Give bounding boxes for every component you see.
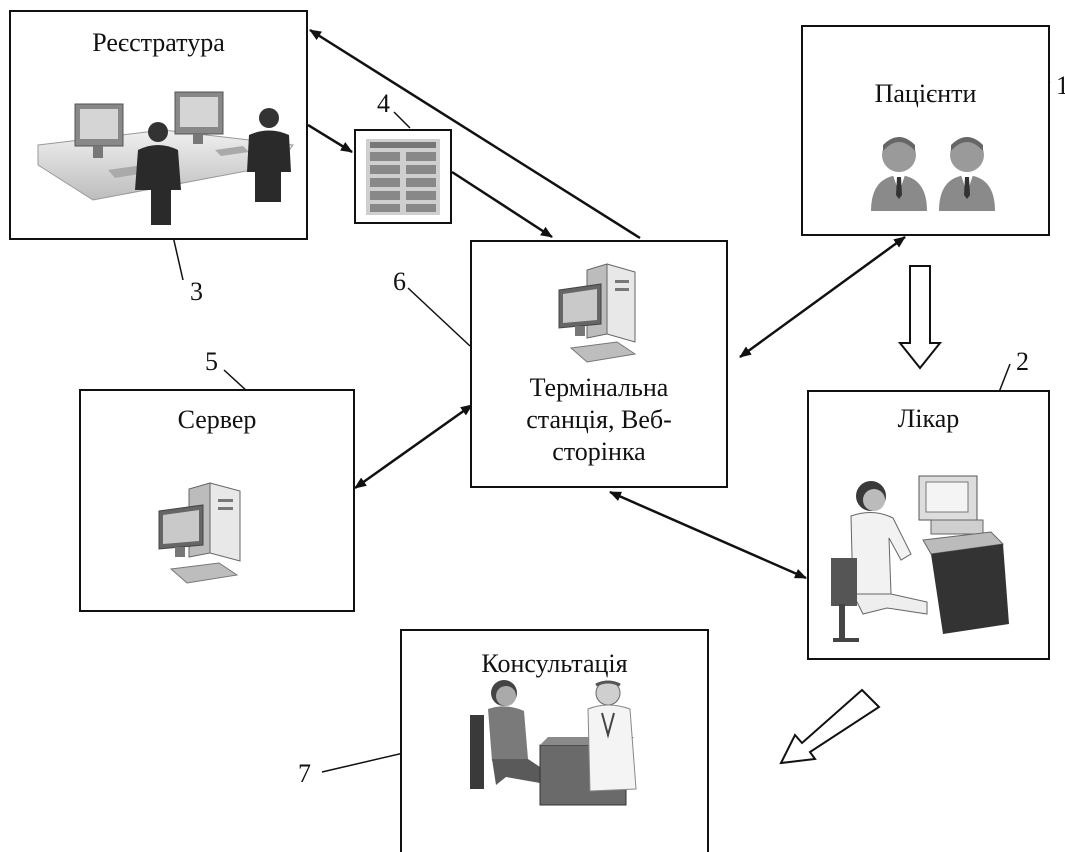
doctor-at-desk-icon (831, 475, 1009, 642)
hollow-arrow-doctor-to-consultation (779, 688, 881, 765)
label-number-3: 3 (190, 277, 203, 306)
registry-workstation-icon (37, 91, 294, 225)
doctor-box: Лікар (807, 390, 1050, 660)
terminal-title-line1: Термінальна (529, 373, 669, 402)
document-icon (366, 139, 440, 215)
patients-icon (871, 137, 995, 211)
arrow-registry-to-document (307, 123, 353, 154)
hollow-arrow-patients-to-doctor (897, 265, 943, 370)
server-box: Сервер (79, 389, 355, 612)
label-number-2: 2 (1016, 347, 1029, 376)
label-number-6: 6 (393, 267, 406, 296)
registry-box: Реєстратура (9, 10, 308, 240)
leader-line-5 (223, 369, 249, 393)
doctor-title: Лікар (897, 404, 960, 433)
leader-line-6 (407, 287, 471, 347)
label-number-4: 4 (377, 89, 390, 118)
computer-icon (558, 263, 637, 363)
arrow-terminal-doctor (609, 490, 807, 580)
registry-title: Реєстратура (92, 28, 225, 57)
terminal-box: Термінальна станція, Веб- сторінка (470, 240, 728, 488)
arrow-terminal-to-registry (309, 28, 641, 240)
document-card (354, 129, 452, 224)
consultation-box: Консультація (400, 629, 709, 852)
label-number-5: 5 (205, 347, 218, 376)
label-number-1: 1 (1056, 71, 1065, 100)
server-title: Сервер (177, 405, 257, 434)
label-number-7: 7 (298, 759, 311, 788)
patients-box: Пацієнти (801, 25, 1050, 236)
server-computer-icon (158, 482, 241, 584)
terminal-title-line3: сторінка (552, 437, 646, 466)
consultation-title: Консультація (481, 649, 628, 678)
terminal-title: Термінальна станція, Веб- сторінка (472, 372, 726, 468)
arrow-document-to-terminal (451, 170, 553, 239)
patients-title: Пацієнти (874, 79, 977, 108)
leader-line-4 (393, 111, 411, 129)
terminal-title-line2: станція, Веб- (526, 405, 672, 434)
arrow-terminal-patients (739, 235, 906, 359)
arrow-terminal-server (354, 403, 473, 490)
consultation-icon (470, 680, 637, 806)
